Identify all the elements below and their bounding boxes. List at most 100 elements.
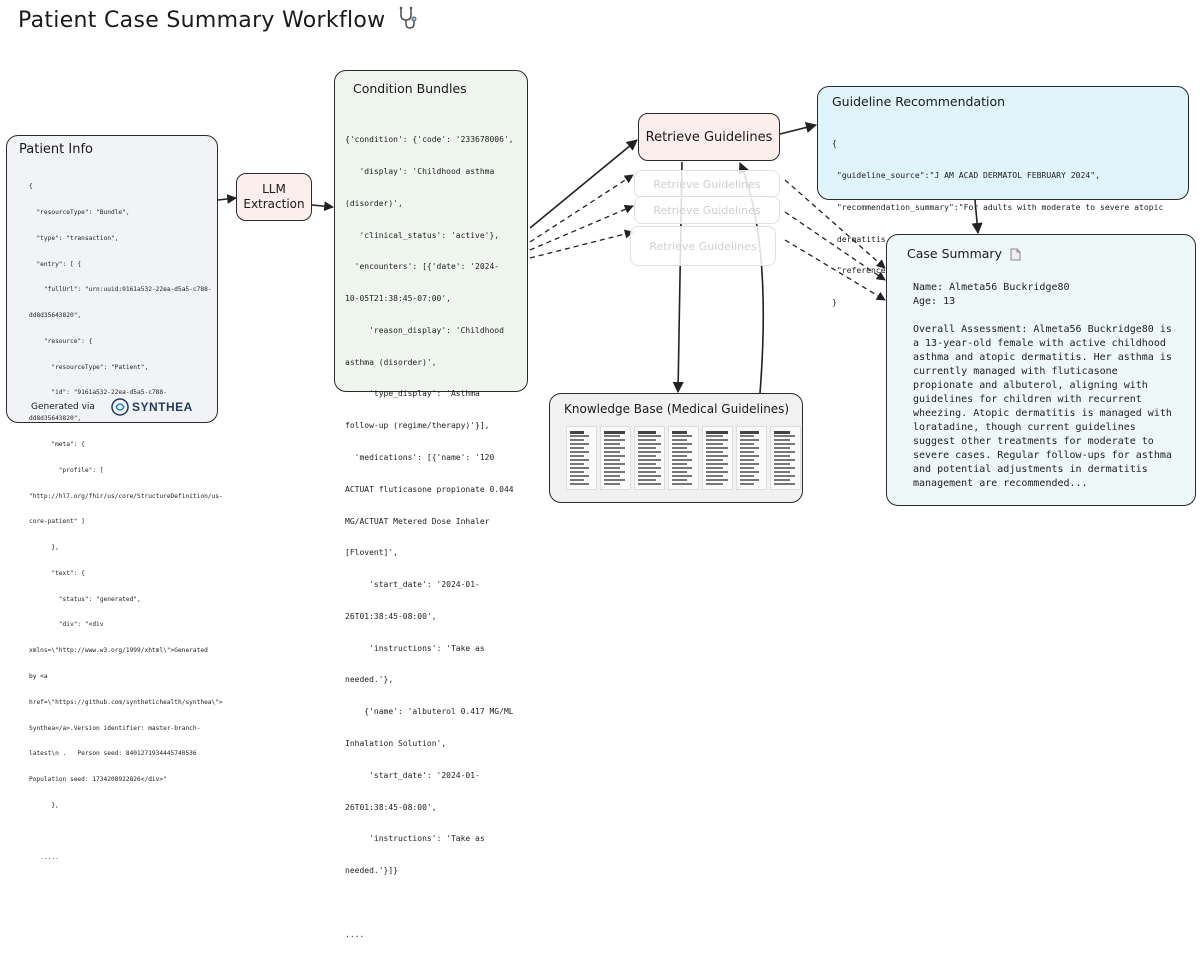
arrow-patient-to-llm (217, 194, 237, 204)
code-line: "resourceType": "Patient", (29, 363, 149, 371)
code-line: Synthea</a>.Version identifier: master-b… (29, 724, 201, 732)
code-line: "guideline_source":"J AM ACAD DERMATOL F… (832, 169, 1101, 180)
code-line: "resource": { (29, 337, 93, 345)
summary-line: asthma and atopic dermatitis. Her asthma… (913, 352, 1172, 363)
code-line: 26T01:38:45-08:00', (345, 802, 437, 812)
llm-label-line1: LLM (262, 182, 286, 196)
arrow-llm-to-bundles (311, 201, 334, 212)
code-line: MG/ACTUAT Metered Dose Inhaler (345, 516, 490, 526)
code-line: asthma (disorder)', (345, 357, 437, 367)
code-line: { (832, 138, 837, 149)
summary-line: Age: 13 (913, 296, 956, 307)
code-line: core-patient" ] (29, 518, 85, 526)
code-line: needed.'}]} (345, 866, 398, 876)
patient-info-box: Patient Info { "resourceType": "Bundle",… (6, 135, 223, 861)
summary-line: and potential adjustments in dermatitis (913, 464, 1148, 475)
code-line: Inhalation Solution', (345, 739, 447, 749)
stethoscope-icon (397, 6, 417, 36)
code-line: [Flovent]', (345, 548, 398, 558)
arrow-bundles-to-ghost-3 (529, 229, 634, 259)
summary-line: suggest other treatments for moderate to (913, 436, 1154, 447)
code-line: {'condition': {'code': '233678006', (345, 135, 514, 145)
knowledge-base-box: Knowledge Base (Medical Guidelines) (549, 393, 803, 503)
code-line: "entry": [ { (29, 260, 82, 268)
code-line: .... (345, 929, 365, 939)
code-line: "type": "transaction", (29, 234, 119, 242)
retrieve-ghost-box-1: Retrieve Guidelines (634, 170, 780, 198)
page-title: Patient Case Summary Workflow (18, 6, 417, 36)
code-line: "status": "generated", (29, 595, 141, 603)
code-line: dd8d35643820", (29, 312, 82, 320)
code-line: 26T01:38:45-08:00', (345, 611, 437, 621)
code-line (29, 828, 223, 837)
arrow-bundles-to-ghost-1 (529, 174, 634, 243)
summary-line: Overall Assessment: Almeta56 Buckridge80… (913, 324, 1172, 335)
summary-line: wheezing. Atopic dermatitis is managed w… (913, 408, 1172, 419)
code-line: follow-up (regime/therapy)'}], (345, 421, 490, 431)
retrieve-ghost-label: Retrieve Guidelines (653, 177, 761, 191)
code-line: latest\n . Person seed: 8401271934445740… (29, 750, 197, 758)
summary-line: a 13-year-old female with active childho… (913, 338, 1166, 349)
condition-bundles-title: Condition Bundles (353, 81, 467, 96)
patient-info-code: { "resourceType": "Bundle", "type": "tra… (29, 166, 223, 879)
condition-bundles-code: {'condition': {'code': '233678006', 'dis… (345, 114, 514, 962)
condition-bundles-box: Condition Bundles {'condition': {'code':… (334, 70, 528, 939)
guideline-page-thumbnail (600, 426, 631, 490)
code-line: "text": { (29, 569, 85, 577)
retrieve-ghost-box-3: Retrieve Guidelines (630, 226, 776, 266)
code-line: 'reason_display': 'Childhood (345, 325, 504, 335)
retrieve-ghost-label: Retrieve Guidelines (649, 239, 757, 253)
guideline-recommendation-box: Guideline Recommendation { "guideline_so… (817, 86, 1189, 307)
knowledge-base-title: Knowledge Base (Medical Guidelines) (564, 402, 790, 416)
summary-line: management are recommended... (913, 478, 1088, 489)
document-icon (1010, 248, 1021, 261)
code-line: 'start_date': '2024-01- (345, 770, 480, 780)
code-line: ACTUAT fluticasone propionate 0.044 (345, 484, 514, 494)
arrow-ghost-to-case-3 (784, 239, 886, 301)
case-summary-header: Case Summary (907, 246, 1021, 261)
code-line: 'instructions': 'Take as (345, 834, 485, 844)
arrow-bundles-to-ghost-2 (529, 205, 634, 251)
llm-label-line2: Extraction (243, 197, 305, 211)
code-line: }, (29, 801, 59, 809)
summary-line (913, 309, 1193, 323)
code-line: {'name': 'albuterol 0.417 MG/ML (345, 707, 514, 717)
guideline-recommendation-title: Guideline Recommendation (832, 94, 1006, 109)
arrow-ghost-to-case-2 (784, 211, 886, 281)
arrow-retrieve-to-guideline (779, 122, 818, 135)
code-line: dd8d35643820", (29, 415, 82, 423)
code-line: "fullUrl": "urn:uuid:9161a532-22ea-d5a5-… (29, 286, 212, 294)
code-line: "http://hl7.org/fhir/us/core/StructureDe… (29, 492, 223, 500)
summary-line: guidelines for children with recurrent (913, 394, 1142, 405)
arrow-ghost-to-case-1 (784, 179, 886, 269)
code-line: 'medications': [{'name': '120 (345, 453, 495, 462)
synthea-logo: SYNTHEA (111, 398, 193, 416)
retrieve-ghost-box-2: Retrieve Guidelines (634, 196, 780, 224)
retrieve-ghost-label: Retrieve Guidelines (653, 203, 761, 217)
code-line: (disorder)', (345, 198, 403, 208)
summary-line: severe cases. Regular follow-ups for ast… (913, 450, 1172, 461)
summary-line: currently managed with fluticasone (913, 366, 1118, 377)
code-line: xmlns=\"http://www.w3.org/1999/xhtml\">G… (29, 647, 208, 655)
code-line: needed.'}, (345, 675, 394, 685)
summary-line: loratadine, though current guidelines (913, 422, 1136, 433)
code-line: by <a (29, 673, 48, 681)
code-line: 'instructions': 'Take as (345, 643, 485, 653)
code-line: "profile": [ (29, 466, 104, 474)
case-summary-title: Case Summary (907, 246, 1002, 261)
llm-extraction-box: LLM Extraction (236, 173, 312, 221)
code-line: 'clinical_status': 'active'}, (345, 230, 500, 240)
guideline-page-thumbnail (736, 426, 767, 490)
guideline-page-thumbnail (634, 426, 665, 490)
connector-layer (217, 122, 983, 394)
code-line: }, (29, 544, 59, 552)
code-line (345, 898, 514, 909)
guideline-page-thumbnail (668, 426, 699, 490)
code-line: "div": "<div (29, 621, 104, 629)
synthea-logo-icon (111, 398, 129, 416)
summary-line: Name: Almeta56 Buckridge80 (913, 282, 1070, 293)
case-summary-box: Case Summary Name: Almeta56 Buckridge80 … (886, 234, 1196, 506)
code-line: "id": "9161a532-22ea-d5a5-c788- (29, 389, 167, 397)
guideline-page-thumbnail (566, 426, 597, 490)
code-line: } (832, 297, 837, 308)
